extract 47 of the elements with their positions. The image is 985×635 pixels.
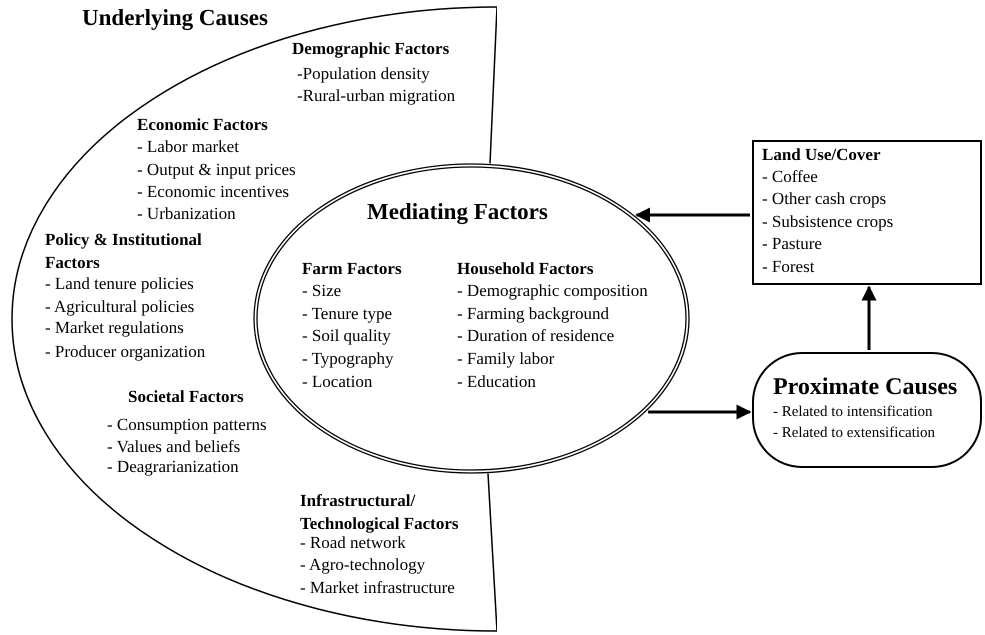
arrow (648, 404, 752, 420)
list-item: - Pasture (762, 234, 822, 254)
list-item: - Related to intensification (773, 403, 933, 422)
list-item: - Output & input prices (137, 160, 296, 180)
list-item: - Demographic composition (457, 281, 648, 301)
list-item: - Producer organization (45, 342, 206, 362)
list-item: - Duration of residence (457, 326, 614, 346)
list-item: -Population density (297, 64, 430, 84)
list-item: - Typography (302, 349, 394, 369)
factor-heading: Farm Factors (302, 259, 402, 279)
list-item: - Farming background (457, 304, 610, 324)
list-item: - Education (457, 372, 536, 392)
list-item: - Deagrarianization (107, 457, 239, 477)
list-item: - Market regulations (45, 318, 184, 338)
list-item: - Coffee (762, 167, 818, 187)
list-item: - Subsistence crops (762, 212, 894, 232)
list-item: - Economic incentives (137, 182, 290, 202)
list-item: - Other cash crops (762, 189, 886, 209)
list-item: - Consumption patterns (107, 415, 267, 435)
list-item: - Labor market (137, 137, 239, 157)
list-item: - Urbanization (137, 204, 236, 224)
arrow (862, 286, 876, 350)
factor-heading: Household Factors (457, 259, 594, 279)
list-item: - Agro-technology (300, 555, 426, 575)
factor-heading: Demographic Factors (292, 39, 450, 59)
factor-heading: Land Use/Cover (762, 145, 881, 165)
factor-heading: Economic Factors (137, 115, 268, 135)
list-item: - Family labor (457, 349, 554, 369)
list-item: - Agricultural policies (45, 297, 194, 317)
factor-heading: Policy & Institutional Factors (45, 229, 203, 274)
list-item: - Forest (762, 257, 814, 277)
arrow (635, 208, 750, 222)
factor-heading: Infrastructural/ Technological Factors (300, 490, 460, 535)
factor-heading: Societal Factors (128, 387, 244, 407)
list-item: - Soil quality (302, 326, 391, 346)
list-item: - Road network (300, 533, 406, 553)
list-item: - Location (302, 372, 372, 392)
list-item: - Size (302, 281, 342, 301)
list-item: - Tenure type (302, 304, 392, 324)
list-item: - Values and beliefs (107, 437, 240, 457)
list-item: -Rural-urban migration (297, 86, 456, 106)
list-item: - Land tenure policies (45, 274, 194, 294)
list-item: - Related to extensification (773, 424, 936, 443)
section-title: Proximate Causes (773, 373, 958, 401)
list-item: - Market infrastructure (300, 578, 455, 598)
section-title: Mediating Factors (367, 199, 548, 225)
section-title: Underlying Causes (82, 5, 268, 31)
